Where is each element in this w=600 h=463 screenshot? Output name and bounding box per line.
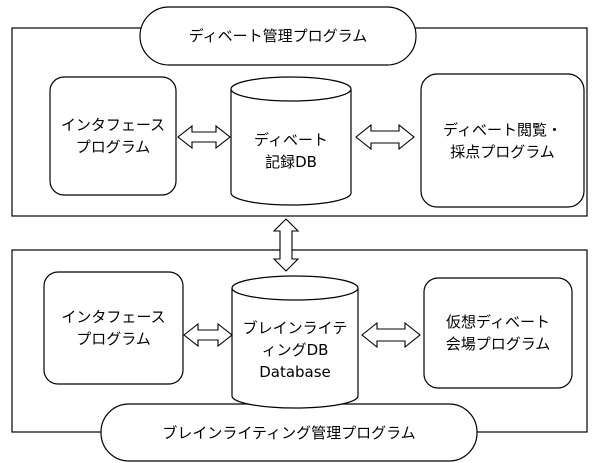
- bottom-system-title: ブレインライティング管理プログラム: [162, 423, 416, 442]
- arrow-top-db-viewer: [355, 123, 415, 151]
- top-title-ellipse: [139, 6, 417, 66]
- bottom-interface-box: [43, 271, 184, 385]
- top-viewer-box: [420, 73, 585, 208]
- top-interface-label: インタフェース プログラム: [60, 116, 166, 156]
- arrow-between-databases: [272, 218, 300, 272]
- top-system-title: ディベート管理プログラム: [188, 27, 368, 45]
- bottom-venue-label: 仮想ディベート 会場プログラム: [445, 313, 551, 353]
- bottom-interface-label: インタフェース プログラム: [61, 308, 166, 348]
- arrow-bottom-interface-db: [183, 322, 233, 348]
- top-viewer-label: ディベート閲覧・ 採点プログラム: [443, 120, 562, 161]
- top-database-label: ディベート 記録DB: [254, 131, 328, 171]
- bottom-venue-box: [423, 277, 573, 389]
- bottom-database-cylinder: [231, 275, 359, 409]
- arrow-bottom-db-venue: [361, 321, 421, 349]
- bottom-database-label: ブレインライテ ィングDB Database: [242, 319, 348, 381]
- top-interface-box: [49, 76, 177, 196]
- arrow-top-interface-db: [177, 124, 231, 150]
- top-database-cylinder: [230, 76, 352, 206]
